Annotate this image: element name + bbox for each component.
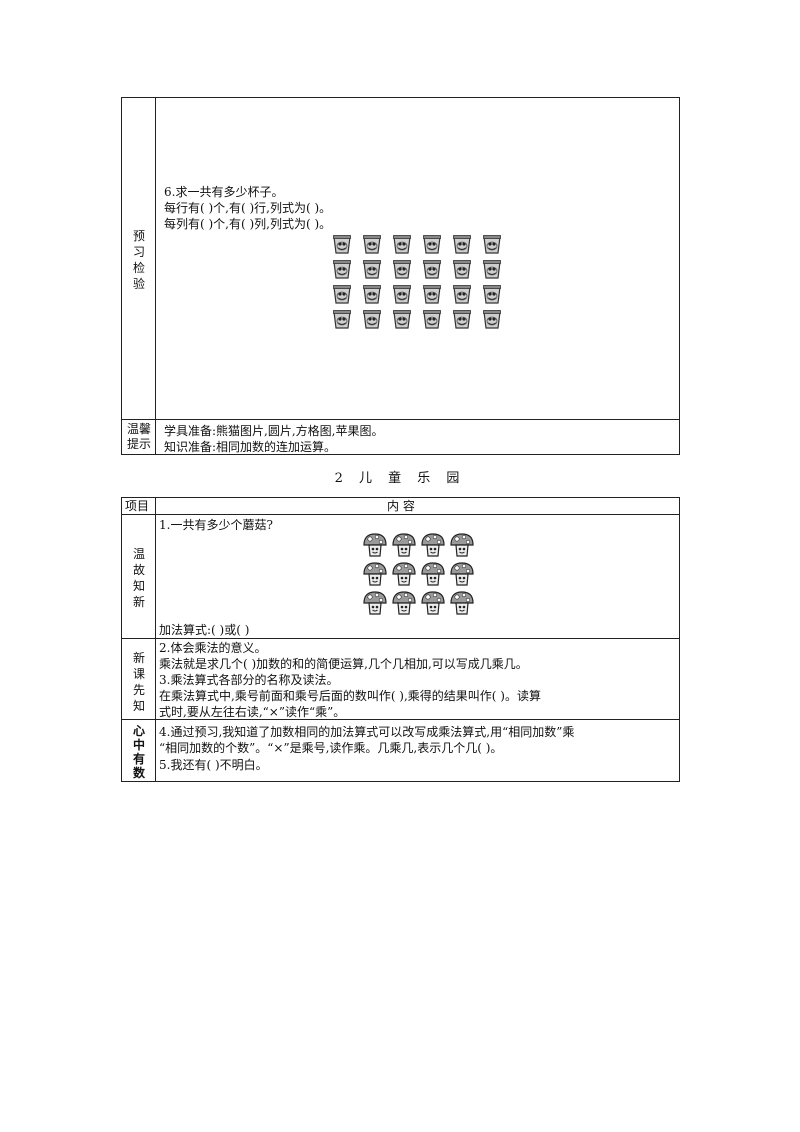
cup-icon xyxy=(422,284,442,305)
tip-tools: 学具准备:熊猫图片,圆片,方格图,苹果图。 xyxy=(164,424,384,438)
cup-icon xyxy=(452,259,472,280)
label-new-lesson: 新课先知 xyxy=(122,650,156,714)
cup-icon xyxy=(362,284,382,305)
cup-icon xyxy=(482,234,502,255)
cup-icon xyxy=(362,309,382,330)
header-item: 项目 xyxy=(125,499,150,513)
q3-text-1: 在乘法算式中,乘号前面和乘号后面的数叫作( ),乘得的结果叫作( )。读算 xyxy=(159,689,541,703)
mushroom-icon xyxy=(420,561,446,587)
label-preview-check: 预习检验 xyxy=(122,228,156,292)
q6-column-line: 每列有( )个,有( )列,列式为( )。 xyxy=(164,217,332,231)
header-content: 内 容 xyxy=(387,499,415,513)
tip-knowledge: 知识准备:相同加数的连加运算。 xyxy=(164,440,337,454)
label-mind: 心中有数 xyxy=(122,724,156,780)
label-new-text: 新课先知 xyxy=(132,651,145,713)
q3-text-2: 式时,要从左往右读,“×”读作“乘”。 xyxy=(159,705,346,719)
cup-icon xyxy=(482,284,502,305)
mushroom-icon xyxy=(449,561,475,587)
mushroom-icon xyxy=(362,561,388,587)
cup-icon xyxy=(332,234,352,255)
cup-icon xyxy=(392,309,412,330)
mushroom-icon xyxy=(449,532,475,558)
q3-title: 3.乘法算式各部分的名称及读法。 xyxy=(159,673,339,687)
mushroom-icon xyxy=(420,590,446,616)
label-preview-text: 预习检验 xyxy=(132,229,145,291)
row-divider xyxy=(122,638,679,639)
cup-icon xyxy=(392,259,412,280)
lesson-table: 项目 内 容 温故知新 1.一共有多少个蘑菇? 加法算式:( )或( ) 新课先… xyxy=(121,497,680,782)
cup-icon xyxy=(422,234,442,255)
q1-answer: 加法算式:( )或( ) xyxy=(159,623,250,637)
cup-icon xyxy=(362,234,382,255)
label-review: 温故知新 xyxy=(122,546,156,610)
label-mind-text: 心中有数 xyxy=(132,724,145,780)
q1-text: 1.一共有多少个蘑菇? xyxy=(159,518,273,532)
cup-icon xyxy=(452,284,472,305)
cup-icon xyxy=(452,309,472,330)
label-tip-text: 温馨提示 xyxy=(126,422,151,451)
section-heading: 2 儿 童 乐 园 xyxy=(334,471,466,486)
cup-icon xyxy=(332,259,352,280)
cup-icon xyxy=(482,259,502,280)
mushroom-icon xyxy=(362,590,388,616)
cup-icon xyxy=(422,309,442,330)
preview-table: 预习检验 6.求一共有多少杯子。 每行有( )个,有( )行,列式为( )。 每… xyxy=(121,97,680,455)
mushroom-icon xyxy=(420,532,446,558)
cup-icon xyxy=(332,284,352,305)
header-divider xyxy=(122,514,679,515)
mushroom-icon xyxy=(391,532,417,558)
mushroom-icon xyxy=(362,532,388,558)
row-divider xyxy=(122,419,679,420)
cup-icon xyxy=(482,309,502,330)
q5-text: 5.我还有( )不明白。 xyxy=(159,758,268,772)
cup-icon xyxy=(392,234,412,255)
mushroom-icon xyxy=(391,561,417,587)
column-divider xyxy=(155,498,156,781)
q6-row-line: 每行有( )个,有( )行,列式为( )。 xyxy=(164,201,332,215)
q4-line-1: 4.通过预习,我知道了加数相同的加法算式可以改写成乘法算式,用“相同加数”乘 xyxy=(159,725,575,739)
cup-icon xyxy=(452,234,472,255)
cup-icon xyxy=(362,259,382,280)
q2-text: 乘法就是求几个( )加数的和的简便运算,几个几相加,可以写成几乘几。 xyxy=(159,657,528,671)
mushroom-icon xyxy=(391,590,417,616)
cup-icon xyxy=(392,284,412,305)
mushroom-icon xyxy=(449,590,475,616)
q6-title: 6.求一共有多少杯子。 xyxy=(164,185,284,199)
row-divider xyxy=(122,719,679,720)
q4-line-2: “相同加数的个数”。“×”是乘号,读作乘。几乘几,表示几个几( )。 xyxy=(159,741,503,755)
label-warm-tip: 温馨提示 xyxy=(122,422,156,452)
label-review-text: 温故知新 xyxy=(132,547,145,609)
q2-title: 2.体会乘法的意义。 xyxy=(159,641,267,655)
cup-icon xyxy=(332,309,352,330)
column-divider xyxy=(155,98,156,454)
cup-icon xyxy=(422,259,442,280)
